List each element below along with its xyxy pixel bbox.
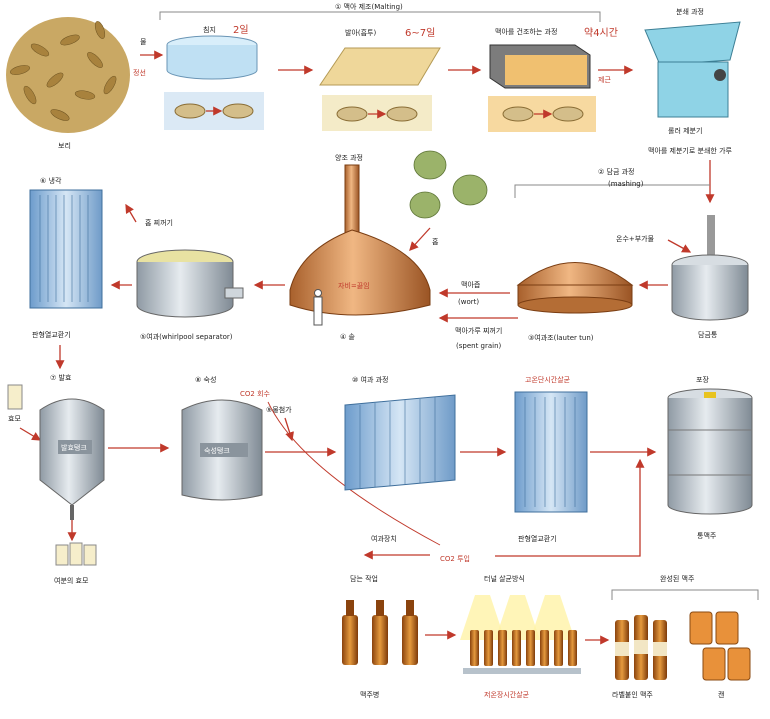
water-label: 물: [140, 38, 147, 46]
malting-bracket: [159, 11, 601, 22]
co2-inject: CO2 투입: [440, 555, 470, 563]
arrow-water-to-mash: [667, 239, 692, 253]
tunnel-pasteurizer: [460, 595, 581, 674]
pasteurization-label: 고온단시간살균: [525, 375, 571, 384]
hops-cones: [409, 150, 488, 219]
keg-beer-label: 통맥주: [697, 531, 717, 540]
fermentation-title: ⑦ 발효: [50, 373, 72, 382]
germ-days: 6~7일: [405, 27, 435, 39]
hops-label: 홉: [432, 237, 439, 246]
brew-kettle: [289, 164, 431, 316]
roller-mill: [644, 21, 741, 118]
worker-figure: [313, 289, 323, 326]
additive-label: ⑨물첨가: [266, 405, 292, 414]
roller-mill-label: 롤러 제분기: [668, 126, 702, 135]
keg: [667, 388, 753, 515]
spent-ko: 맥아가루 찌꺼기: [455, 326, 502, 335]
surplus-yeast-label: 여분의 효모: [54, 576, 89, 585]
milling-title: 분쇄 과정: [676, 7, 704, 16]
cooling-plate-hx: [29, 189, 103, 309]
steeping-tank: [164, 35, 264, 130]
can-label: 캔: [718, 690, 724, 699]
barley-pile: [6, 17, 130, 133]
whirlpool-label: ⑤여과(whirlpool separator): [140, 332, 233, 341]
pasteur-plate-hx: [514, 391, 588, 513]
mash-tun-label: 담금통: [698, 330, 718, 339]
beer-bottle-label: 맥주병: [360, 690, 379, 699]
steeping-label: 침지: [203, 25, 216, 34]
labeled-bottles: [615, 615, 667, 680]
filter-device-label: 여과장치: [371, 534, 397, 543]
hop-residue-label: 홉 찌꺼기: [145, 218, 173, 227]
aging-tank: [181, 399, 263, 501]
maturation-title: ⑧ 숙성: [195, 375, 216, 384]
mashing-en: (mashing): [608, 180, 644, 188]
beer-bottles: [342, 600, 418, 665]
mashing-title: ② 담금 과정: [598, 167, 635, 176]
filter-device: [344, 394, 456, 491]
wort-ko: 맥아즙: [461, 280, 481, 289]
tunnel-title: 터널 살균방식: [484, 574, 525, 583]
co2-curve: [267, 401, 441, 546]
drying-label: 맥아를 건조하는 과정: [495, 27, 557, 36]
finished-title: 완성된 맥주: [660, 574, 695, 583]
mashing-bracket: [514, 184, 710, 198]
brewing-title: 양조 과정: [335, 153, 363, 162]
yeast-glass: [7, 384, 23, 410]
arrow-hops-to-kettle: [409, 227, 431, 251]
finished-bracket: [611, 589, 759, 600]
steep-days: 2일: [233, 24, 249, 36]
mill-note: 맥아를 제분기로 분쇄한 가루: [648, 146, 733, 155]
bottling-title: 담는 작업: [350, 574, 378, 583]
beer-cans: [689, 611, 751, 681]
lauter-tun: [516, 262, 634, 314]
labeled-beer-label: 라벨붙인 맥주: [612, 690, 653, 699]
mash-tun: [671, 215, 749, 321]
degerm-label: 제근: [598, 76, 611, 84]
aging-tank-label: 숙성탱크: [204, 446, 230, 455]
arrow-hop-residue: [125, 203, 137, 223]
barley-label: 보리: [58, 141, 71, 150]
surplus-yeast-glasses: [55, 542, 97, 566]
lauter-label: ③여과조(lauter tun): [528, 333, 594, 342]
kettle-label: ④ 솥: [340, 333, 356, 341]
low-temp-label: 저온장시간살균: [484, 690, 530, 699]
whirlpool-tank: [136, 249, 244, 318]
co2-recovery: CO2 회수: [240, 390, 271, 398]
boil-note: 자비=끓임: [338, 281, 370, 290]
malting-title: ① 맥아 제조(Malting): [335, 2, 403, 11]
cleaning-label: 정선: [133, 68, 146, 77]
yeast-label: 효모: [8, 415, 21, 423]
warm-water-label: 온수+부가물: [616, 234, 655, 243]
filtration-title: ⑩ 여과 과정: [352, 375, 389, 384]
arrow-to-keg-line: [495, 458, 645, 557]
dry-hours: 약4시간: [584, 27, 618, 39]
cooling-title: ⑥ 냉각: [40, 176, 62, 185]
germination-bed: [319, 47, 441, 131]
ferm-tank-label: 발효탱크: [61, 443, 87, 452]
germination-label: 발아(흡투): [345, 28, 376, 37]
arrow-yeast-to-tank: [19, 427, 42, 441]
kiln-box: [488, 44, 596, 132]
fermentation-tank: [39, 398, 105, 520]
wort-en: (wort): [458, 298, 479, 306]
plate-hx2-label: 판형열교환기: [518, 534, 557, 543]
plate-hx-label: 판형열교환기: [32, 330, 71, 339]
packaging-title: 포장: [696, 375, 709, 384]
spent-en: (spent grain): [456, 342, 502, 350]
